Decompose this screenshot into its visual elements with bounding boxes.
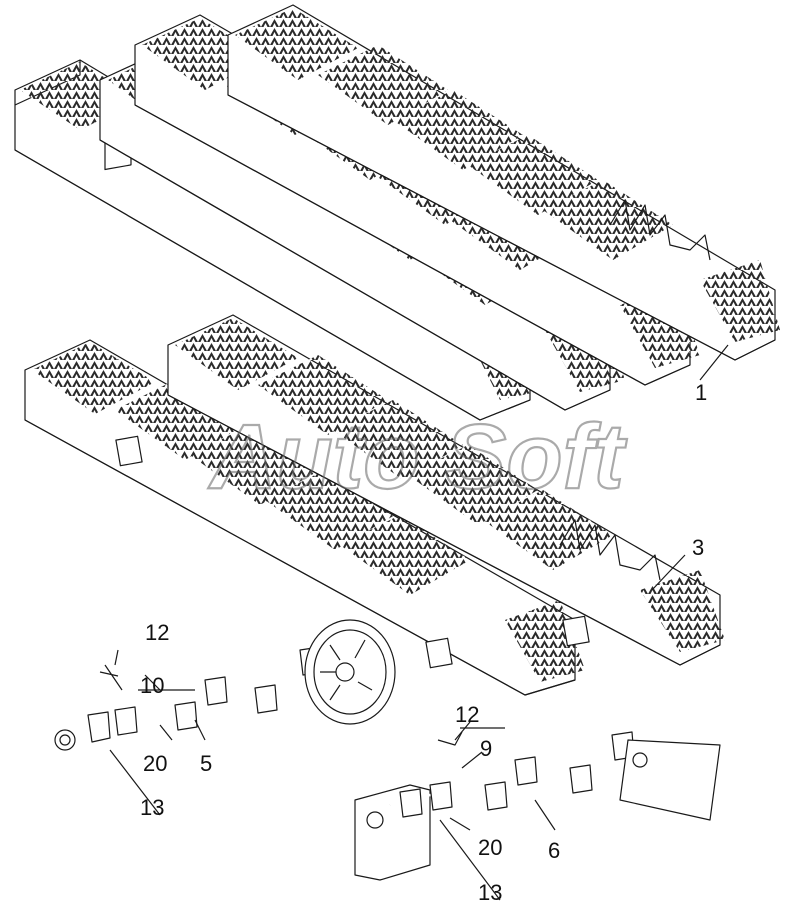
callout-13-lower: 13 <box>478 880 502 905</box>
callout-1: 1 <box>695 380 707 405</box>
callout-3: 3 <box>692 535 704 560</box>
straw-walker-upper-4 <box>14 4 780 459</box>
callout-9: 9 <box>480 736 492 761</box>
watermark-text: Auto Soft <box>208 406 627 508</box>
leader-lines <box>114 344 729 831</box>
callout-5: 5 <box>200 751 212 776</box>
callout-12-upper: 12 <box>145 620 169 645</box>
callout-20-lower: 20 <box>478 835 502 860</box>
callout-13-upper: 13 <box>140 795 164 820</box>
walker-f <box>167 314 725 666</box>
crankshaft-6 <box>354 731 721 901</box>
callout-10: 10 <box>140 673 164 698</box>
walker-e <box>24 339 585 696</box>
straw-walker-lower-2 <box>24 314 725 696</box>
walker-d <box>227 4 780 361</box>
callout-6: 6 <box>548 838 560 863</box>
callout-12-lower: 12 <box>455 702 479 727</box>
crankshaft-5 <box>54 619 396 816</box>
callout-labels: 1 3 12 10 20 5 13 12 9 20 6 13 <box>140 380 707 905</box>
callout-20-upper: 20 <box>143 751 167 776</box>
